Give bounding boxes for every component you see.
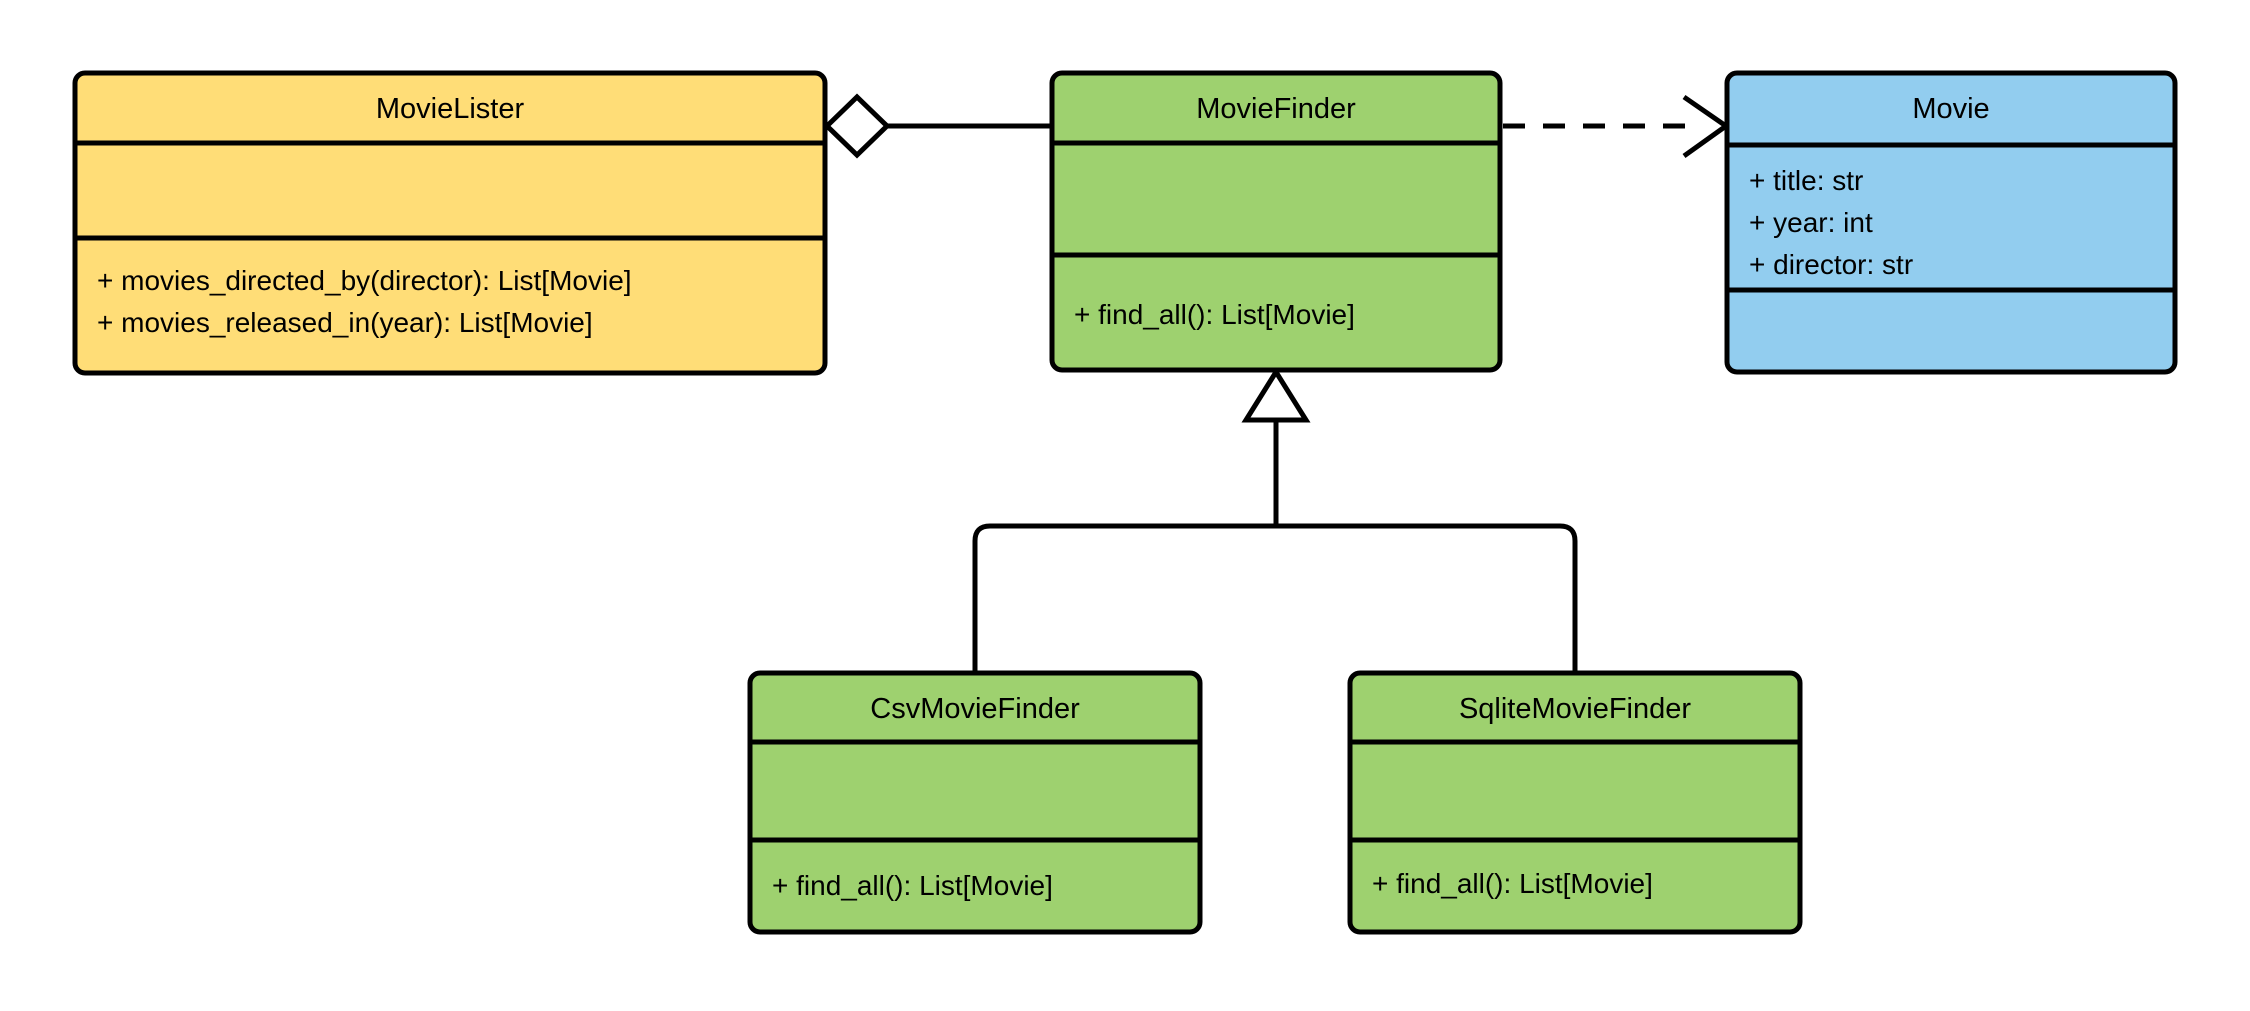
movie-finder-title: MovieFinder bbox=[1196, 93, 1356, 125]
sqlite-movie-finder-method-0: + find_all(): List[Movie] bbox=[1372, 868, 1653, 899]
movie-frame bbox=[1724, 70, 2178, 375]
relationship-dependency-finder-movie[interactable] bbox=[1503, 94, 1731, 159]
class-box-movie-lister[interactable]: MovieLister + movies_directed_by(directo… bbox=[72, 70, 828, 376]
generalization-bus-right bbox=[1276, 523, 1578, 673]
movie-finder-frame bbox=[1049, 70, 1503, 373]
movie-lister-frame bbox=[72, 70, 828, 376]
csv-movie-finder-title: CsvMovieFinder bbox=[870, 693, 1080, 725]
open-arrowhead-icon bbox=[1682, 94, 1731, 159]
movie-lister-method-0: + movies_directed_by(director): List[Mov… bbox=[97, 265, 632, 296]
class-box-movie[interactable]: Movie + title: str + year: int + directo… bbox=[1724, 70, 2178, 375]
class-box-csv-movie-finder[interactable]: CsvMovieFinder + find_all(): List[Movie] bbox=[747, 670, 1203, 935]
sqlite-movie-finder-title: SqliteMovieFinder bbox=[1459, 693, 1691, 725]
class-box-movie-finder[interactable]: MovieFinder + find_all(): List[Movie] bbox=[1049, 70, 1503, 373]
generalization-bus-left bbox=[972, 523, 1276, 673]
relationship-generalization-bus[interactable] bbox=[972, 367, 1578, 673]
movie-title: Movie bbox=[1912, 93, 1989, 125]
movie-attribute-1: + year: int bbox=[1749, 207, 1873, 238]
hollow-triangle-icon bbox=[1241, 367, 1311, 423]
movie-lister-method-1: + movies_released_in(year): List[Movie] bbox=[97, 307, 593, 338]
csv-movie-finder-method-0: + find_all(): List[Movie] bbox=[772, 870, 1053, 901]
hollow-diamond-icon bbox=[823, 93, 891, 159]
movie-attribute-0: + title: str bbox=[1749, 165, 1863, 196]
movie-attribute-2: + director: str bbox=[1749, 249, 1913, 280]
movie-lister-title: MovieLister bbox=[376, 93, 525, 125]
relationship-aggregation-lister-finder[interactable] bbox=[823, 93, 1054, 159]
class-box-sqlite-movie-finder[interactable]: SqliteMovieFinder + find_all(): List[Mov… bbox=[1347, 670, 1803, 935]
csv-movie-finder-frame bbox=[747, 670, 1203, 935]
movie-finder-method-0: + find_all(): List[Movie] bbox=[1074, 299, 1355, 330]
sqlite-movie-finder-frame bbox=[1347, 670, 1803, 935]
